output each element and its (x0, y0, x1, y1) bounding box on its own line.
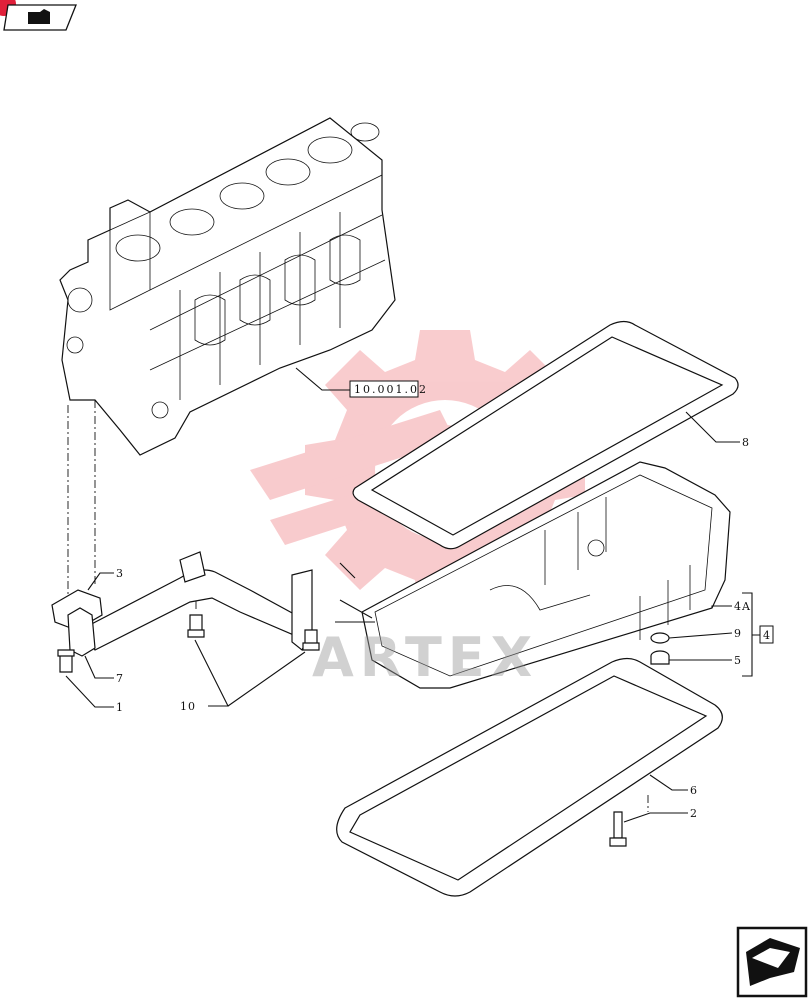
leader-6 (649, 774, 688, 791)
leader-7 (84, 655, 114, 679)
watermark-text: ARTEX (312, 626, 538, 689)
bolt-10a (187, 614, 205, 638)
plug-5 (650, 650, 670, 665)
leader-4A (711, 605, 732, 608)
upper-gasket (352, 320, 739, 550)
reference-box[interactable] (349, 380, 419, 398)
bolt-10b (302, 629, 320, 651)
group-box[interactable] (759, 625, 774, 644)
reference-callout[interactable]: 10.001.02 (295, 367, 428, 398)
group-box-label: 4 (763, 629, 772, 642)
callout-1: 1 (116, 701, 124, 714)
bolt-2 (609, 811, 627, 847)
callout-3: 3 (116, 567, 124, 580)
callout-8: 8 (742, 436, 750, 449)
callout-10: 10 (180, 700, 196, 713)
next-page-button[interactable] (736, 926, 808, 998)
leader-3 (87, 572, 114, 591)
next-page-arrow-highlight (752, 948, 790, 968)
reference-box-label: 10.001.02 (354, 383, 428, 396)
callout-7: 7 (116, 672, 124, 685)
bolt-1 (57, 649, 75, 673)
leader-1 (65, 675, 114, 708)
leader-8 (685, 411, 740, 443)
top-left-nav[interactable] (0, 0, 77, 31)
callout-4A: 4A (734, 600, 751, 613)
engine-block (59, 117, 396, 456)
suction-pipe (51, 551, 313, 657)
cylinder-bores (115, 122, 380, 262)
block-ribs (66, 212, 361, 419)
oil-pan (361, 461, 731, 689)
callout-9: 9 (734, 627, 742, 640)
oilpan-leader (335, 562, 375, 623)
leader-2 (623, 812, 688, 823)
engine-glyph-icon (28, 9, 50, 24)
callout-2: 2 (690, 807, 698, 820)
group-bracket (742, 592, 760, 677)
callout-5: 5 (734, 654, 742, 667)
leader-10 (194, 639, 306, 707)
washer-9 (650, 632, 670, 644)
callout-6: 6 (690, 784, 698, 797)
lower-gasket (336, 657, 723, 897)
leader-9 (668, 632, 733, 639)
